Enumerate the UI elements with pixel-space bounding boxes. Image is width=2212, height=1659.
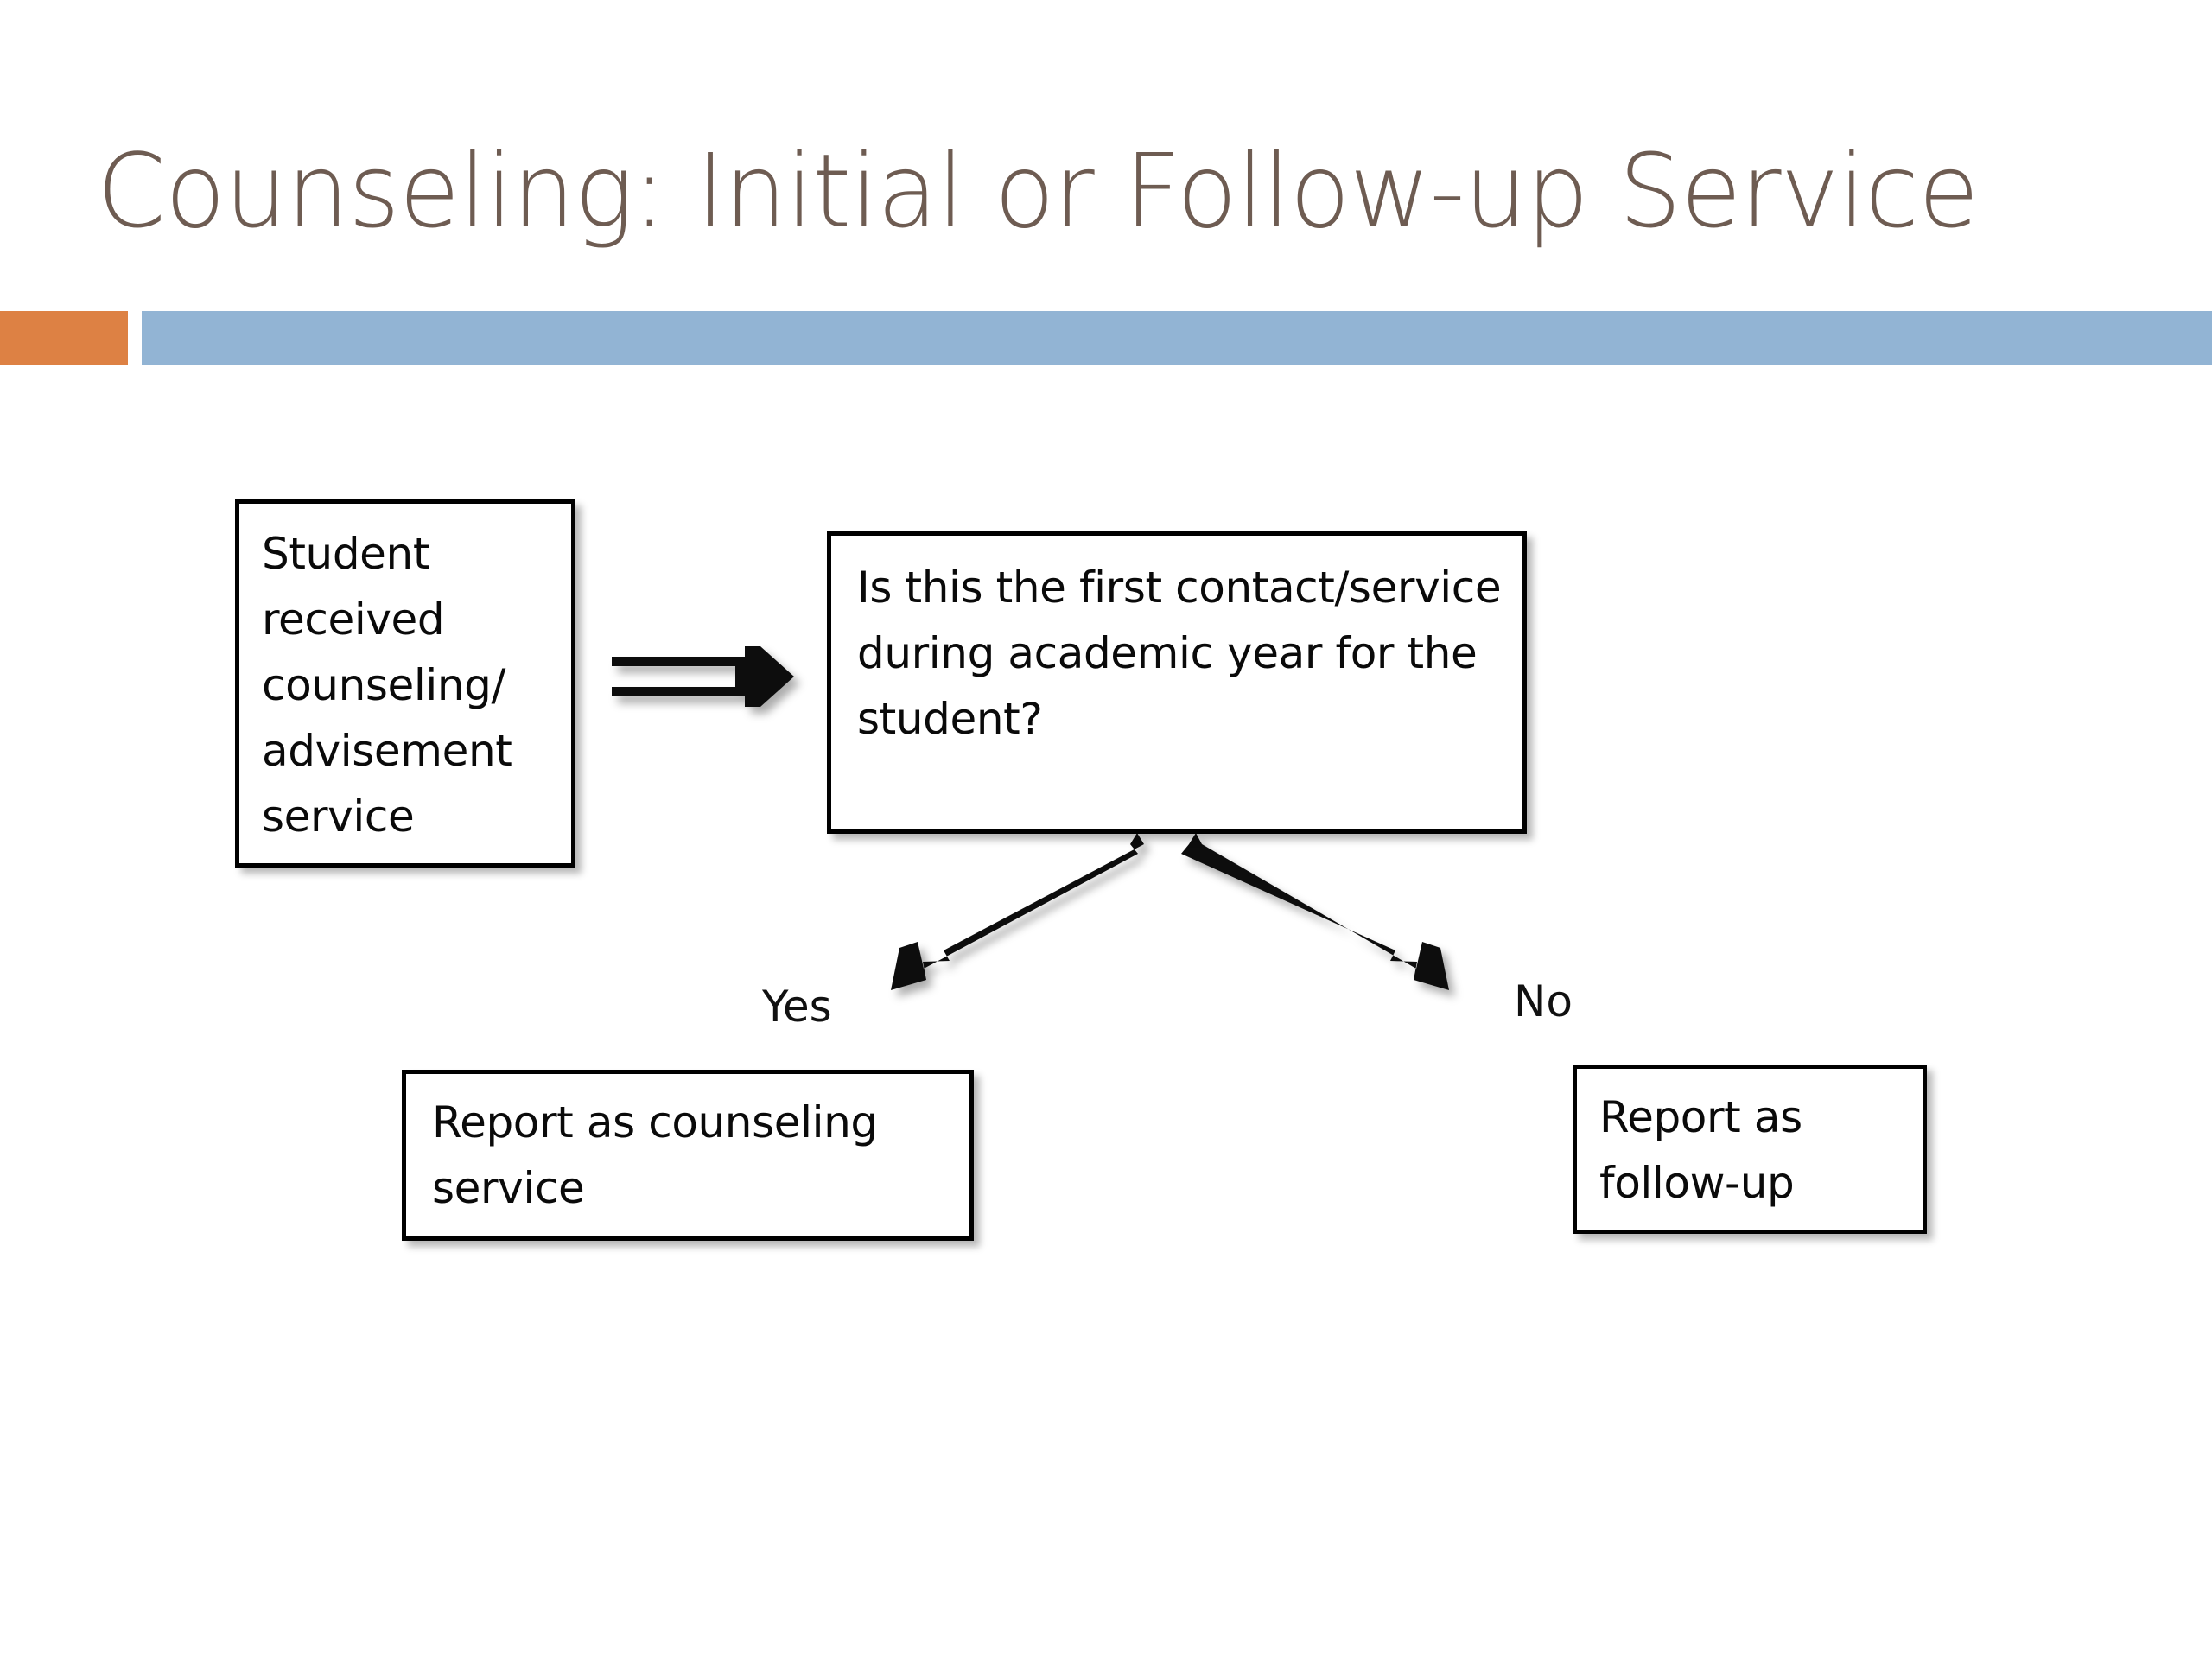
arrow-decision-to-counseling-yes bbox=[891, 833, 1144, 990]
flowchart-node-text: Report as follow-up bbox=[1599, 1092, 1802, 1208]
arrow-student-to-decision bbox=[612, 646, 794, 707]
page-title: Counseling: Initial or Follow-up Service bbox=[97, 131, 1980, 251]
accent-bar-blue bbox=[142, 311, 2212, 365]
branch-label-no: No bbox=[1514, 976, 1573, 1027]
flowchart-node-text: Student received counseling/ advisement … bbox=[262, 529, 512, 842]
accent-bar-orange bbox=[0, 311, 128, 365]
flowchart-node-text: Is this the first contact/service during… bbox=[857, 563, 1502, 744]
branch-label-yes: Yes bbox=[762, 982, 832, 1032]
flowchart-node-first-contact-question[interactable]: Is this the first contact/service during… bbox=[827, 531, 1527, 834]
flowchart-node-report-counseling[interactable]: Report as counseling service bbox=[402, 1070, 974, 1241]
flowchart-node-report-followup[interactable]: Report as follow-up bbox=[1573, 1065, 1927, 1234]
arrow-decision-to-followup-no bbox=[1181, 833, 1449, 990]
flowchart-node-student-service[interactable]: Student received counseling/ advisement … bbox=[235, 499, 575, 868]
flowchart-node-text: Report as counseling service bbox=[432, 1097, 878, 1213]
